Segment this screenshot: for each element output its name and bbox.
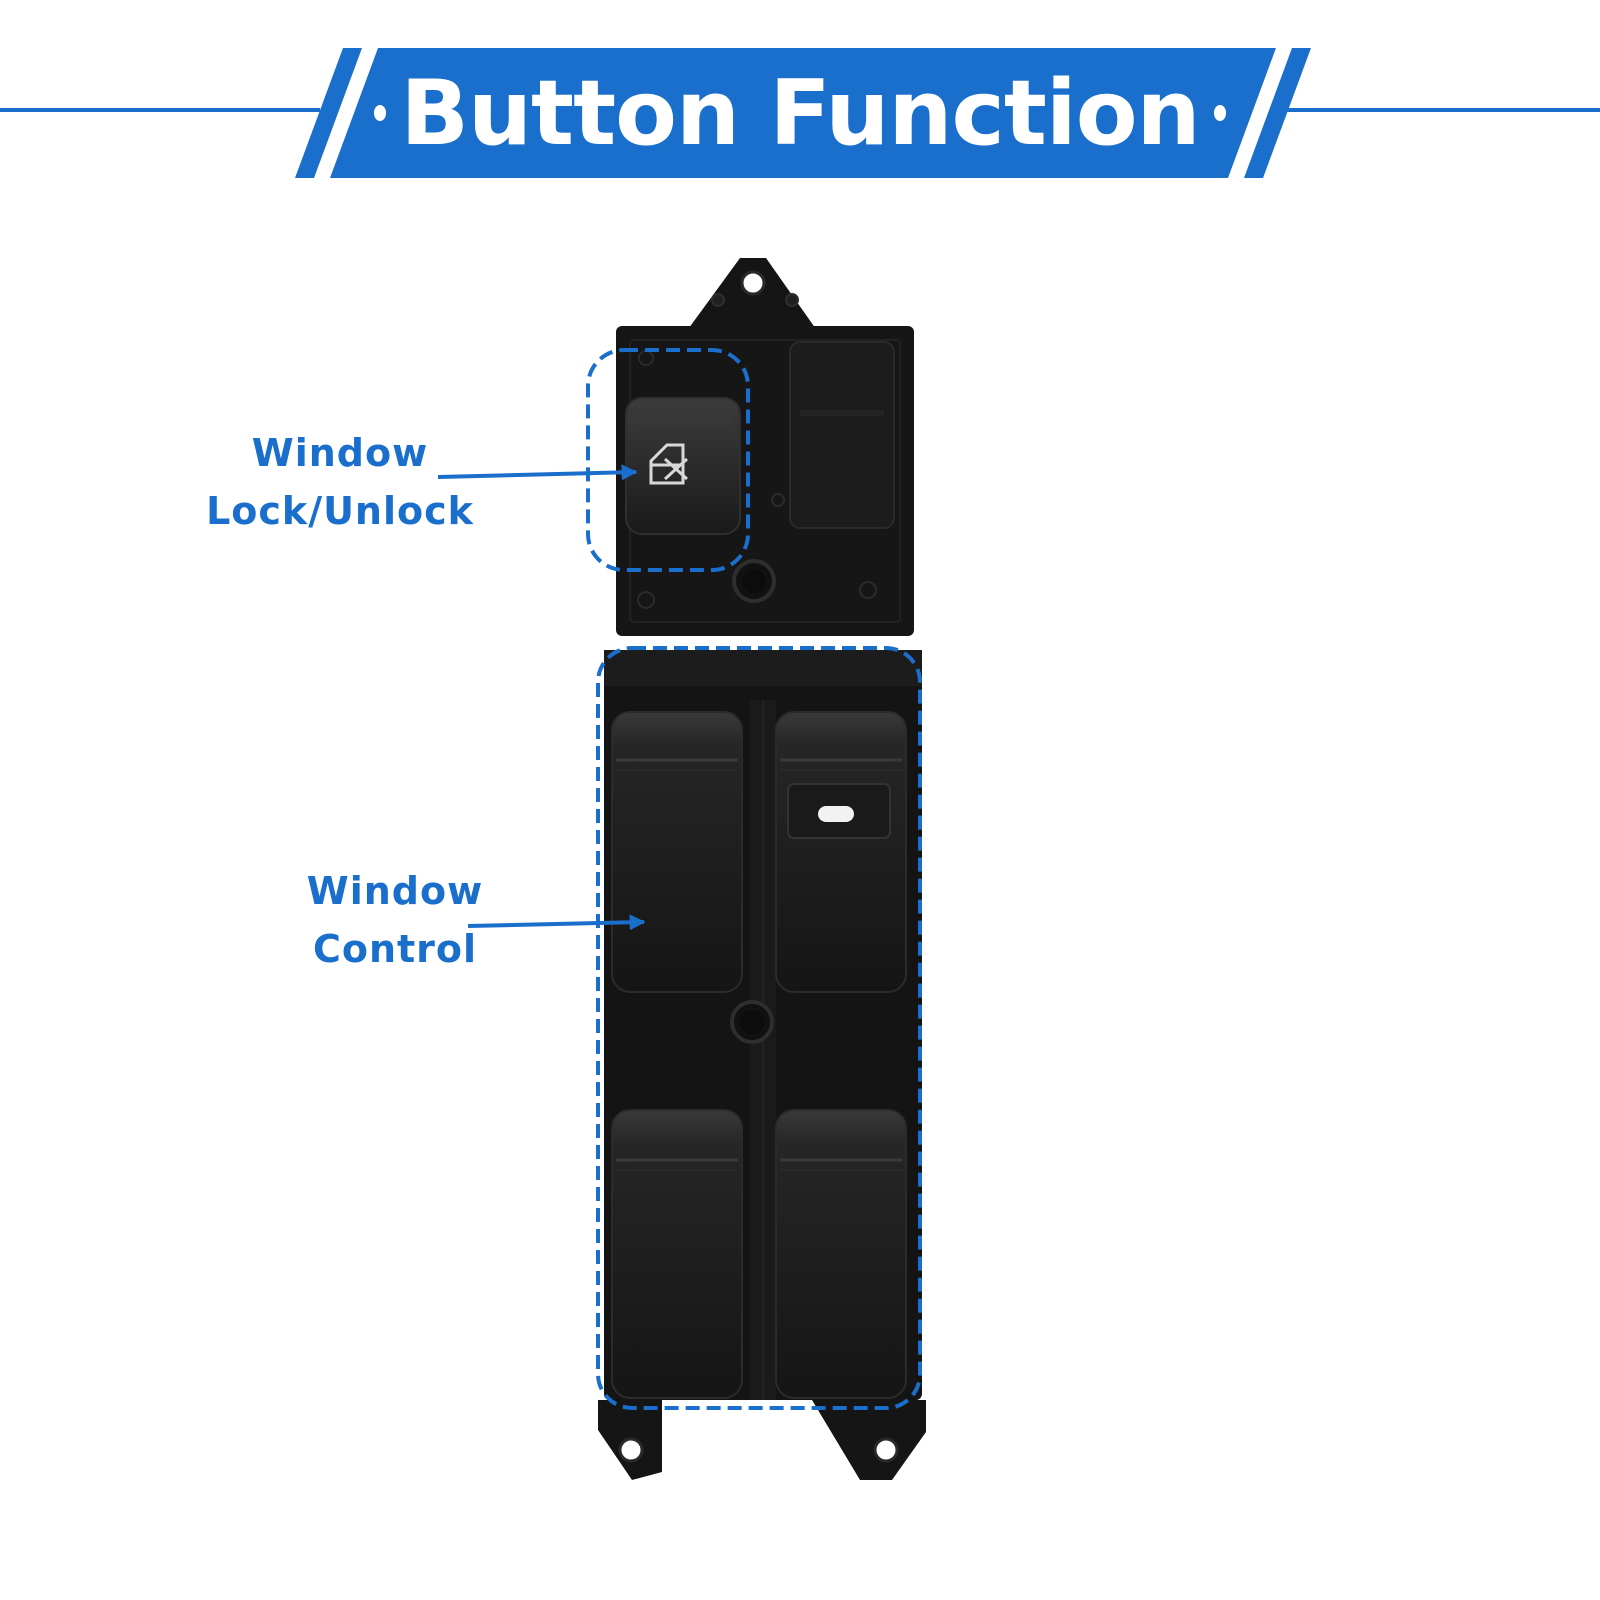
window-lock-icon xyxy=(649,443,689,485)
title-text: Button Function xyxy=(400,60,1200,166)
bottom-mounting-hole-left xyxy=(618,1437,644,1463)
banner-line-right xyxy=(1280,108,1600,112)
control-callout-arrow xyxy=(467,914,646,931)
callout-lock-line1: Window xyxy=(251,431,429,475)
window-switch-panel xyxy=(598,258,926,1480)
window-rocker-rear-right[interactable] xyxy=(775,1109,907,1399)
banner-slash-right xyxy=(1244,48,1311,178)
lock-highlight-outline xyxy=(586,348,750,572)
callout-window-control: Window Control xyxy=(265,862,525,978)
callout-lock-line2: Lock/Unlock xyxy=(206,489,474,533)
title-dot-left xyxy=(374,105,387,121)
callout-window-lock: Window Lock/Unlock xyxy=(190,424,490,540)
window-rocker-rear-left[interactable] xyxy=(611,1109,743,1399)
mirror-switch-recess xyxy=(789,341,895,529)
bottom-mounting-hole-right xyxy=(873,1437,899,1463)
callout-control-line1: Window xyxy=(306,869,484,913)
window-rocker-front-right[interactable] xyxy=(775,711,907,993)
indicator-light-icon xyxy=(818,806,854,822)
banner-background xyxy=(330,48,1276,178)
control-highlight-outline xyxy=(596,646,922,1410)
window-rocker-front-left[interactable] xyxy=(611,711,743,993)
banner-title: Button Function xyxy=(360,48,1240,178)
top-mounting-hole xyxy=(740,270,766,296)
banner-line-left xyxy=(0,108,320,112)
title-dot-right xyxy=(1213,105,1226,121)
bottom-mounting-tab-right xyxy=(812,1400,926,1480)
callout-control-line2: Control xyxy=(312,927,478,971)
lock-callout-arrow xyxy=(437,464,638,481)
banner-slash-left xyxy=(295,48,362,178)
